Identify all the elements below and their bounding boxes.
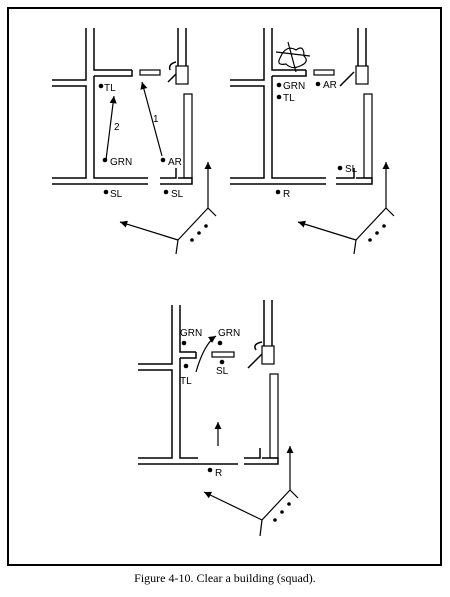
label-tl: TL [283, 93, 295, 104]
label-grn-1: GRN [180, 328, 202, 339]
label-ar: AR [323, 80, 337, 91]
figure-border [7, 7, 442, 566]
label-tl: TL [180, 376, 192, 387]
figure-caption: Figure 4-10. Clear a building (squad). [134, 571, 316, 585]
label-sl: SL [216, 366, 229, 377]
label-tl: TL [104, 83, 116, 94]
label-step-1: 1 [153, 114, 159, 125]
label-grn: GRN [283, 81, 305, 92]
label-r: R [283, 189, 290, 200]
label-sl-2: SL [171, 189, 184, 200]
panel-b: GRN TL AR SL R [230, 28, 395, 255]
label-sl: SL [345, 164, 358, 175]
label-grn: GRN [110, 157, 132, 168]
panel-c: GRN GRN TL SL R [138, 300, 299, 537]
panel-a: TL GRN AR SL SL 1 2 [52, 28, 217, 255]
explosion-icon [275, 41, 311, 73]
label-sl-1: SL [110, 189, 123, 200]
label-ar: AR [168, 157, 182, 168]
label-grn-2: GRN [218, 328, 240, 339]
label-r: R [215, 468, 222, 479]
label-step-2: 2 [114, 122, 120, 133]
